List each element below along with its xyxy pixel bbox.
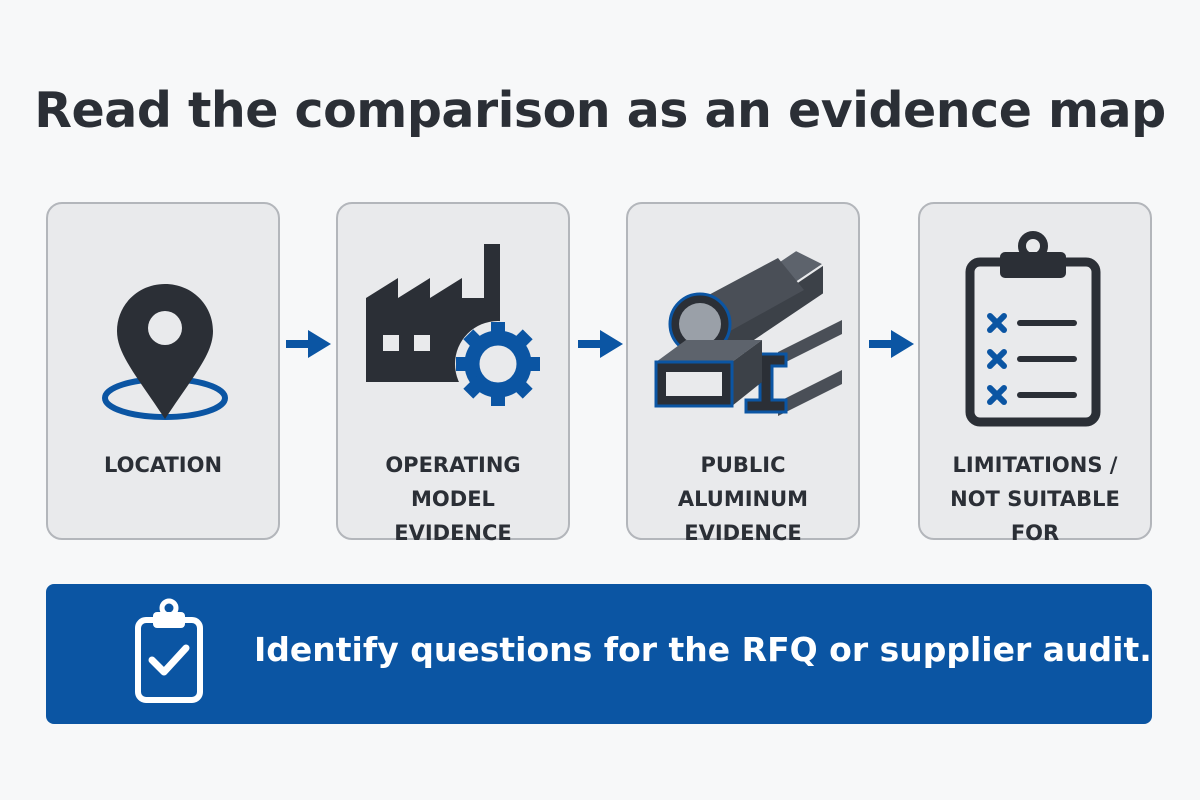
page-title: Read the comparison as an evidence map <box>34 82 1166 139</box>
flow-arrow <box>286 329 332 359</box>
step-card-location: Location <box>46 202 280 540</box>
step-card-limitations: Limitations / not suitable for <box>918 202 1152 545</box>
factory-gear-icon <box>366 244 541 407</box>
step-label-operating-model: Operating model evidence <box>385 453 521 545</box>
banner-text: Identify questions for the RFQ or suppli… <box>254 630 1152 669</box>
clipboard-check-icon <box>135 598 203 703</box>
aluminum-profiles-icon <box>654 248 842 416</box>
flow-arrow <box>869 329 915 359</box>
action-banner: Identify questions for the RFQ or suppli… <box>46 584 1152 724</box>
step-label-location: Location <box>103 453 223 477</box>
step-card-aluminum: Public aluminum evidence <box>626 202 860 545</box>
step-label-limitations: Limitations / not suitable for <box>950 453 1120 545</box>
flow-arrow <box>578 329 624 359</box>
step-card-operating-model: Operating model evidence <box>336 202 570 545</box>
location-pin-icon <box>102 284 228 420</box>
clipboard-checklist-icon <box>965 231 1101 427</box>
step-label-aluminum: Public aluminum evidence <box>677 453 809 545</box>
